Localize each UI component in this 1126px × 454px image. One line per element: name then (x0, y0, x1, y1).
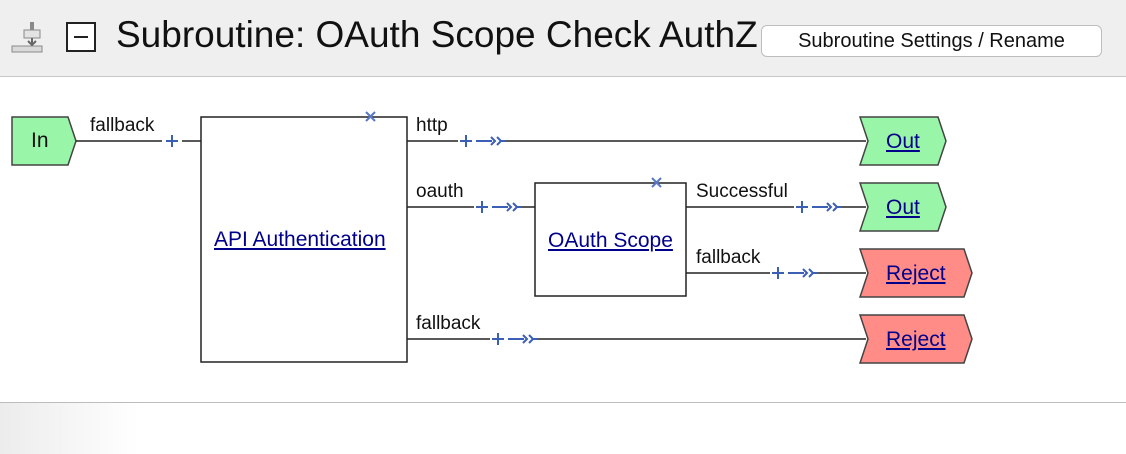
subroutine-header: Subroutine: OAuth Scope Check AuthZ Subr… (0, 0, 1126, 77)
flow-connectors (11, 111, 973, 364)
api-auth-fallback-outcome-label: fallback (416, 313, 481, 334)
out-terminal-1-link[interactable]: Out (886, 130, 920, 153)
collapse-minus-icon[interactable] (66, 22, 96, 52)
subroutine-settings-rename-button[interactable]: Subroutine Settings / Rename (761, 25, 1102, 57)
api-authentication-remove-icon (365, 111, 376, 122)
out-terminal-2 (858, 182, 947, 232)
add-step-plus-icon (460, 135, 472, 147)
add-step-plus-icon (772, 267, 784, 279)
oauth-scope-successful-outcome-label: Successful (696, 181, 788, 202)
api-authentication-node (200, 116, 408, 363)
out-terminal-2-link[interactable]: Out (886, 196, 920, 219)
add-step-plus-icon (166, 135, 178, 147)
connector-lines (76, 140, 866, 340)
in-node-label: In (31, 129, 49, 152)
api-authentication-link[interactable]: API Authentication (214, 228, 386, 251)
connector-arrow-icon (812, 202, 842, 212)
connector-arrow-icon (788, 268, 818, 278)
api-auth-oauth-outcome-label: oauth (416, 181, 464, 202)
add-step-plus-icon (476, 201, 488, 213)
api-auth-http-outcome-label: http (416, 115, 448, 136)
in-fallback-outcome-label: fallback (90, 115, 155, 136)
minus-glyph (74, 36, 88, 38)
hierarchy-icon[interactable] (10, 20, 44, 54)
in-node (11, 116, 77, 166)
lower-panel (0, 403, 1126, 454)
oauth-scope-node (534, 182, 687, 297)
reject-terminal-2-link[interactable]: Reject (886, 328, 946, 351)
out-terminal-1 (858, 116, 947, 166)
oauth-scope-fallback-outcome-label: fallback (696, 247, 761, 268)
connector-arrow-icon (508, 334, 538, 344)
add-step-plus-icon (796, 201, 808, 213)
page-title: Subroutine: OAuth Scope Check AuthZ (116, 14, 758, 55)
reject-terminal-2 (858, 314, 973, 364)
oauth-scope-link[interactable]: OAuth Scope (548, 229, 673, 252)
reject-terminal-1-link[interactable]: Reject (886, 262, 946, 285)
add-step-plus-icon (492, 333, 504, 345)
oauth-scope-remove-icon (651, 177, 662, 188)
flow-canvas: In fallback API Authentication http oaut… (0, 77, 1126, 403)
connector-arrow-icon (476, 136, 506, 146)
reject-terminal-1 (858, 248, 973, 298)
connector-arrow-icon (492, 202, 522, 212)
